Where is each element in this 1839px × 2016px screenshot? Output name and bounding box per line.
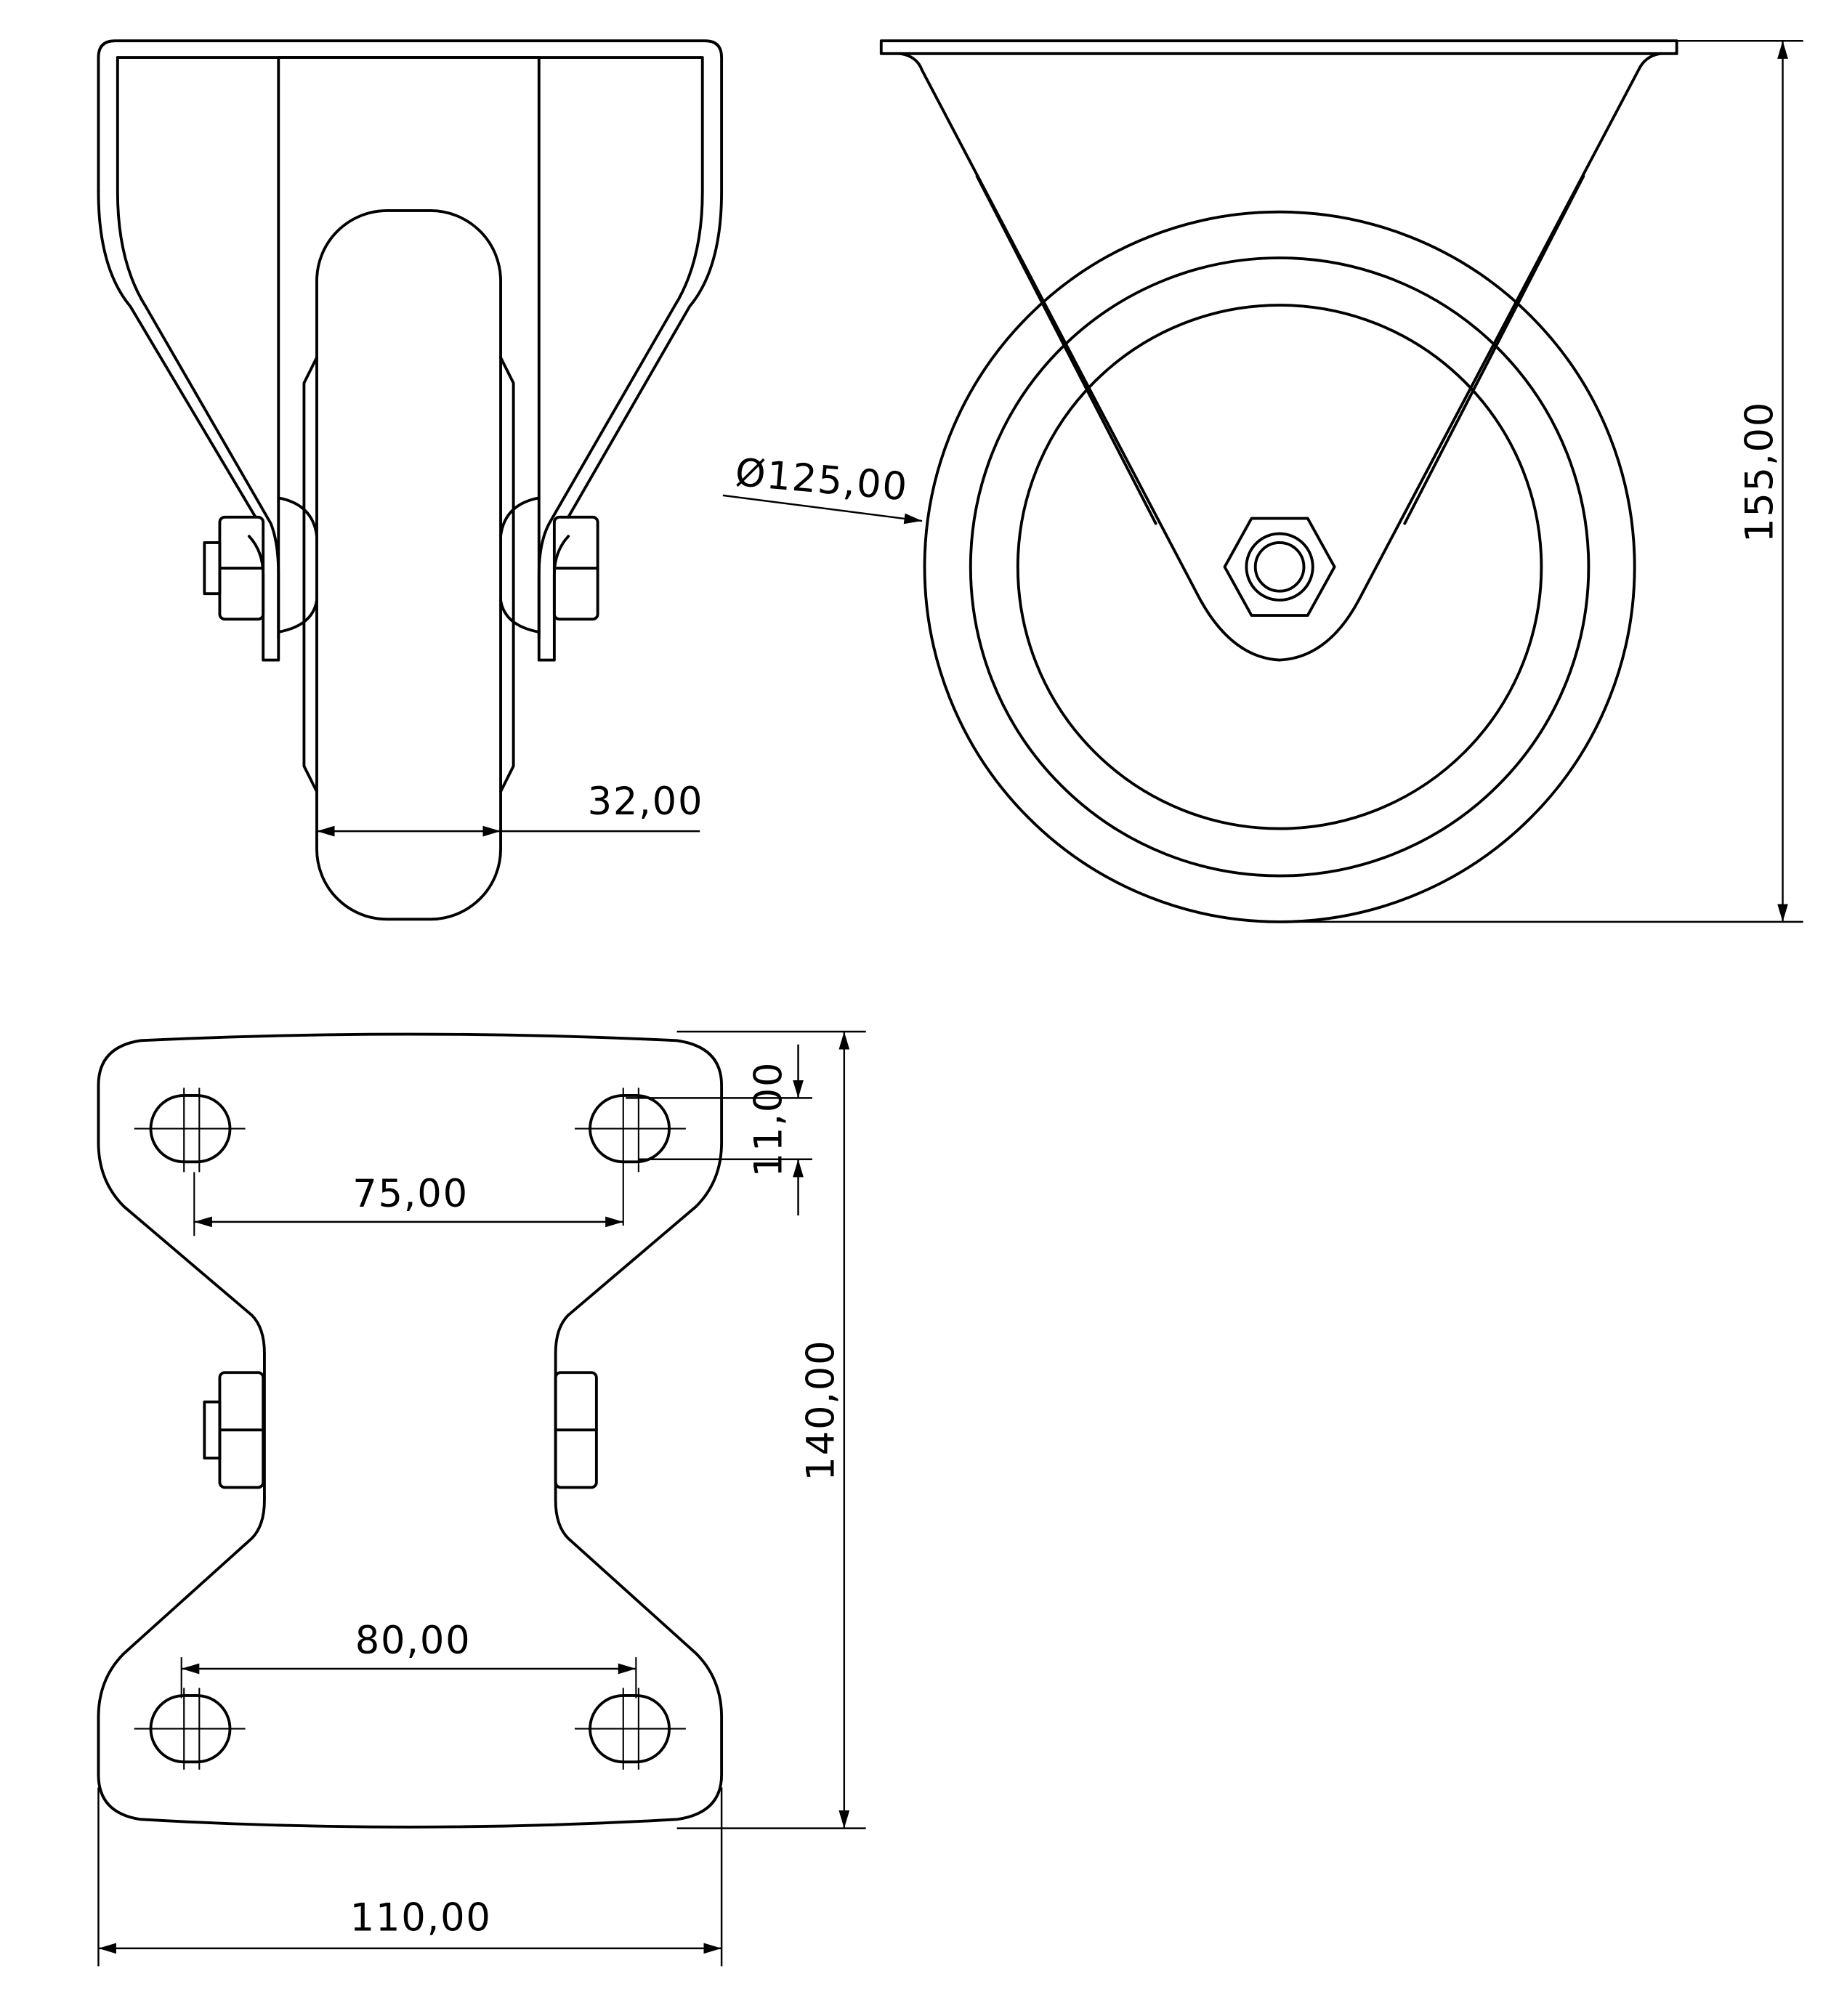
- hole-spacing-bottom-label: 80,00: [355, 1619, 472, 1663]
- overall-height-label: 155,00: [1737, 401, 1782, 543]
- hole-size-label: 11,00: [747, 1061, 791, 1178]
- wheel-width-label: 32,00: [588, 780, 704, 824]
- front-view: 32,00: [97, 39, 724, 921]
- plate-width-label: 110,00: [350, 1895, 492, 1940]
- nut-right: [552, 515, 599, 621]
- plate-length-label: 140,00: [799, 1340, 844, 1481]
- plate-view: 75,00 80,00 11,00 140,00 110,00: [97, 1030, 866, 1967]
- mounting-holes: [134, 1088, 686, 1770]
- side-view: Ø125,00 155,00: [722, 39, 1803, 923]
- nut-left: [203, 515, 265, 621]
- nuts: [203, 1371, 598, 1489]
- hole-spacing-top-label: 75,00: [352, 1172, 469, 1216]
